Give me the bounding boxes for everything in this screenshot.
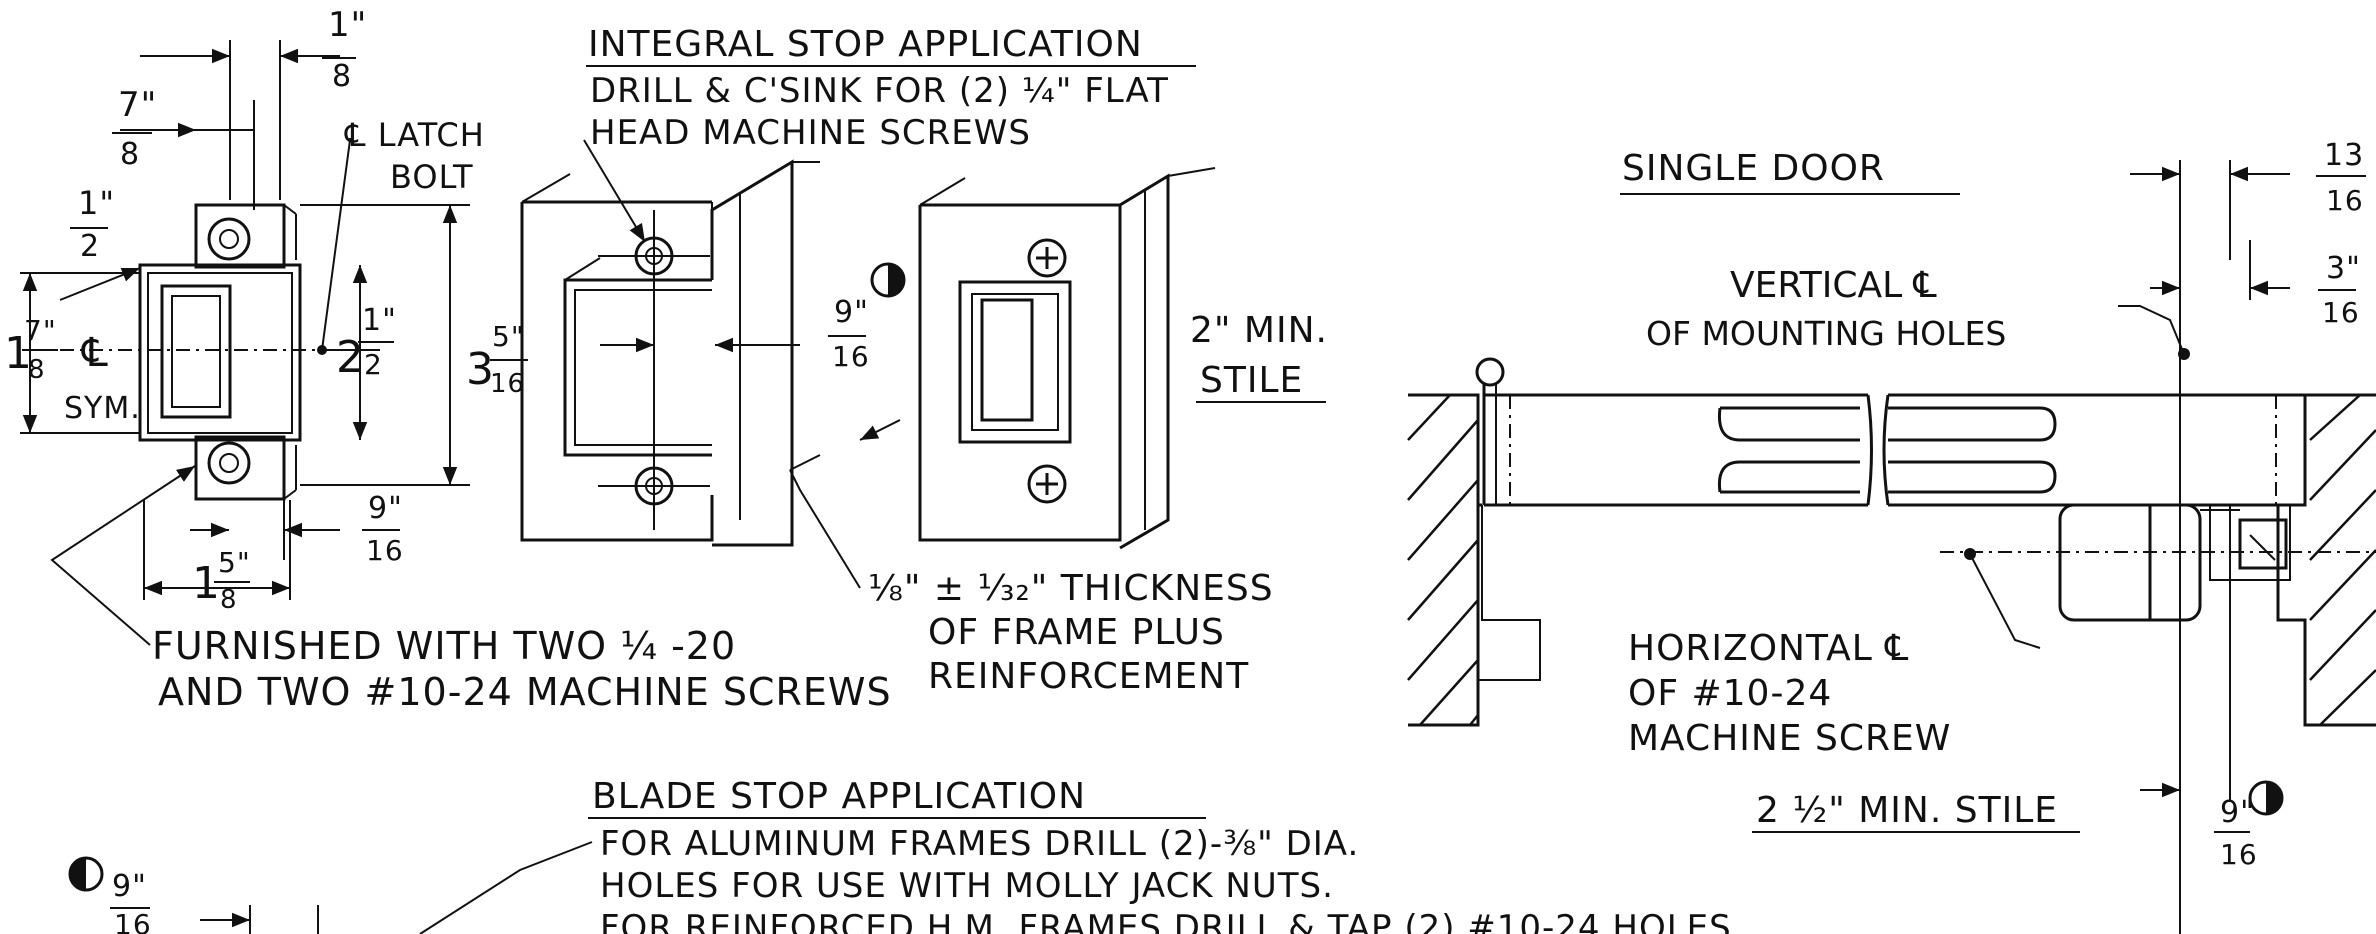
integral-note-line1: DRILL & C'SINK FOR (2) ¼" FLAT [590, 71, 1169, 111]
dim-2-1-2-whole: 2 [336, 332, 365, 383]
blade-line3: FOR REINFORCED H.M. FRAMES DRILL & TAP (… [600, 908, 1732, 934]
horizontal-cl-line2: OF #10-24 [1628, 673, 1832, 714]
blade-line1: FOR ALUMINUM FRAMES DRILL (2)-⅜" DIA. [600, 824, 1359, 864]
furnished-line2: AND TWO #10-24 MACHINE SCREWS [158, 670, 892, 714]
blade-line2: HOLES FOR USE WITH MOLLY JACK NUTS. [600, 866, 1334, 906]
integral-labels: INTEGRAL STOP APPLICATION DRILL & C'SINK… [586, 24, 1328, 697]
dim-7-8-num: 7" [118, 85, 157, 125]
right-frame-hatch [2309, 394, 2376, 726]
min-stile-right: 2 ½" MIN. STILE [1756, 790, 2058, 831]
latch-bolt-line1: ℄ LATCH [344, 116, 485, 154]
blade-stop-labels: BLADE STOP APPLICATION FOR ALUMINUM FRAM… [68, 776, 1732, 934]
dim-9-16c-num: 9" [2220, 795, 2255, 830]
dim-9-16c-den: 16 [2220, 838, 2258, 871]
dim-1-2-den: 2 [80, 229, 100, 264]
dim-2-1-2-num: 1" [362, 303, 397, 338]
dim-9-16d-den: 16 [114, 908, 152, 934]
left-jamb-hatch [1407, 394, 1479, 726]
dim-3-5-16-den: 16 [490, 369, 525, 399]
sym-label: SYM. [64, 391, 141, 426]
phillips-screw-bottom-icon [1027, 464, 1067, 504]
stile-line1: 2" MIN. [1190, 310, 1328, 351]
blade-title: BLADE STOP APPLICATION [592, 776, 1086, 817]
dim-1-7-8-den: 8 [28, 355, 46, 385]
dim-3-5-16-num: 5" [492, 320, 525, 353]
dim-1-5-8-num: 5" [218, 546, 251, 579]
strike-labels: 1" 8 7" 8 ℄ LATCH BOLT 1" 2 1 7" 8 ℄ SYM… [4, 5, 892, 714]
integral-stop-view [520, 139, 1216, 589]
dim-3-16-num: 3" [2326, 251, 2361, 286]
dim-3-5-16-whole: 3 [466, 344, 495, 395]
stile-line2: STILE [1200, 360, 1303, 401]
screw-hole-top-icon [207, 217, 251, 261]
dim-7-8-den: 8 [120, 137, 140, 172]
integral-note-line2: HEAD MACHINE SCREWS [590, 113, 1031, 153]
dim-9-16b-num: 9" [368, 491, 403, 526]
dim-9-16-den: 16 [832, 340, 870, 373]
phillips-screw-top-icon [1027, 238, 1067, 278]
dim-2-1-2-den: 2 [364, 348, 383, 381]
strike-plate-view [20, 40, 470, 646]
thickness-line2: OF FRAME PLUS [928, 612, 1225, 653]
horizontal-cl-line3: MACHINE SCREW [1628, 718, 1951, 759]
integral-title: INTEGRAL STOP APPLICATION [588, 24, 1143, 65]
pivot-icon [1475, 357, 1505, 387]
dim-9-16-num: 9" [834, 295, 869, 330]
latch-bolt-line2: BOLT [390, 158, 474, 196]
dim-13-16-den: 16 [2326, 184, 2364, 217]
thickness-line1: ⅛" ± ¹⁄₃₂" THICKNESS [868, 568, 1274, 609]
dim-9-16b-den: 16 [366, 534, 404, 567]
thickness-line3: REINFORCEMENT [928, 656, 1249, 697]
horizontal-cl-line1: HORIZONTAL ℄ [1628, 628, 1909, 669]
furnished-line1: FURNISHED WITH TWO ¼ -20 [152, 624, 736, 668]
vertical-cl-line2: OF MOUNTING HOLES [1646, 314, 2006, 353]
vertical-cl-line1: VERTICAL ℄ [1730, 265, 1937, 306]
dim-1-2-num: 1" [78, 184, 115, 222]
dim-9-16d-num: 9" [112, 869, 147, 904]
dim-1-5-8-den: 8 [220, 585, 238, 615]
single-door-labels: SINGLE DOOR 13 " 16 3" 16 VERTICAL ℄ OF … [1620, 138, 2376, 871]
dim-3-16-den: 16 [2322, 296, 2360, 329]
screw-hole-bottom-icon [207, 441, 251, 485]
single-door-title: SINGLE DOOR [1622, 148, 1885, 189]
single-door-view [1407, 160, 2376, 934]
dim-1-5-8-whole: 1 [192, 558, 221, 609]
sym-mark: ℄ [81, 330, 109, 376]
dim-1-8-num: 1" [328, 5, 367, 45]
dim-1-7-8-whole: 1 [4, 328, 33, 379]
dim-13-16-num: 13 " [2324, 138, 2376, 173]
dim-1-8-den: 8 [332, 59, 352, 94]
dim-1-7-8-num: 7" [24, 314, 57, 347]
